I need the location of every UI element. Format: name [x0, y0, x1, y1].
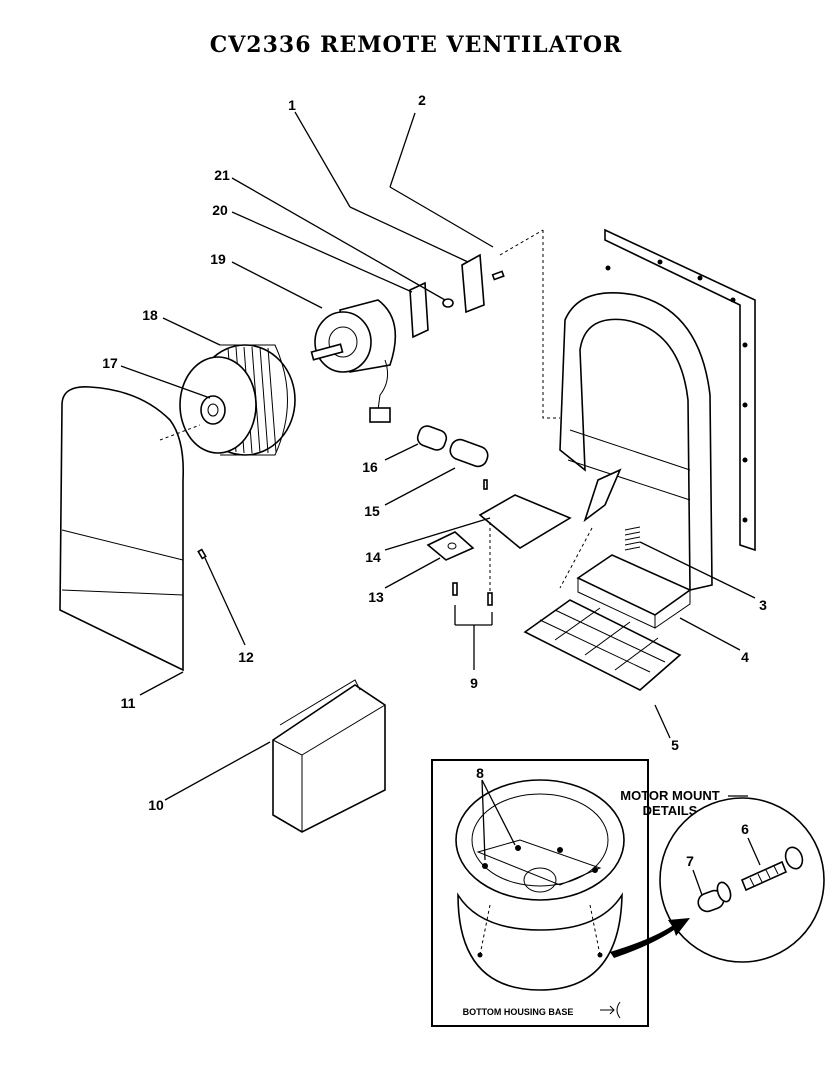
callout-4: 4	[741, 649, 749, 665]
callout-18: 18	[142, 307, 158, 323]
pointer-arrow-icon	[600, 1001, 621, 1019]
motor-mount-details: MOTOR MOUNT DETAILS 7 6	[610, 788, 825, 963]
rear-housing	[559, 228, 756, 591]
callout-9: 9	[470, 675, 478, 691]
grille	[523, 599, 682, 691]
details-label-line1: MOTOR MOUNT	[620, 788, 719, 803]
callout-14: 14	[365, 549, 381, 565]
callout-6: 6	[741, 821, 749, 837]
callout-13: 13	[368, 589, 384, 605]
callout-21: 21	[214, 167, 230, 183]
callout-17: 17	[102, 355, 118, 371]
callout-3: 3	[759, 597, 767, 613]
motor	[310, 299, 397, 423]
callout-20: 20	[212, 202, 228, 218]
callout-11: 11	[121, 695, 136, 711]
callout-2: 2	[418, 92, 426, 108]
callout-5: 5	[671, 737, 679, 753]
callout-8: 8	[476, 765, 484, 781]
details-label-line2: DETAILS	[643, 803, 698, 818]
callout-12: 12	[238, 649, 254, 665]
callout-16: 16	[362, 459, 378, 475]
callout-7: 7	[686, 853, 694, 869]
screw-set	[452, 479, 493, 606]
capacitor	[416, 425, 489, 468]
callout-15: 15	[364, 503, 380, 519]
callout-labels: 1 2 21 20 19 18 17 16 15 14 13 9 12 11 1…	[102, 92, 767, 813]
leader-lines	[120, 111, 756, 801]
filter-tray	[576, 554, 692, 629]
diagram-title: CV2336 REMOTE VENTILATOR	[210, 32, 623, 58]
junction-box	[272, 679, 386, 833]
rubber-grommet	[697, 881, 732, 913]
blower-wheel	[179, 344, 296, 456]
callout-10: 10	[148, 797, 164, 813]
spring	[624, 526, 641, 551]
motor-bracket	[409, 253, 505, 339]
front-cover-panel	[59, 386, 185, 672]
cover-screw	[197, 548, 207, 560]
mounting-stud	[740, 846, 804, 892]
alignment-lines	[159, 229, 593, 593]
callout-1: 1	[288, 97, 296, 113]
inset-caption: BOTTOM HOUSING BASE	[463, 1007, 574, 1017]
detail-arrow-icon	[610, 918, 690, 958]
motor-mount-inset: 8 BOTTOM HOUSING BASE	[431, 759, 649, 1027]
mounting-plates	[426, 494, 572, 561]
callout-19: 19	[210, 251, 226, 267]
